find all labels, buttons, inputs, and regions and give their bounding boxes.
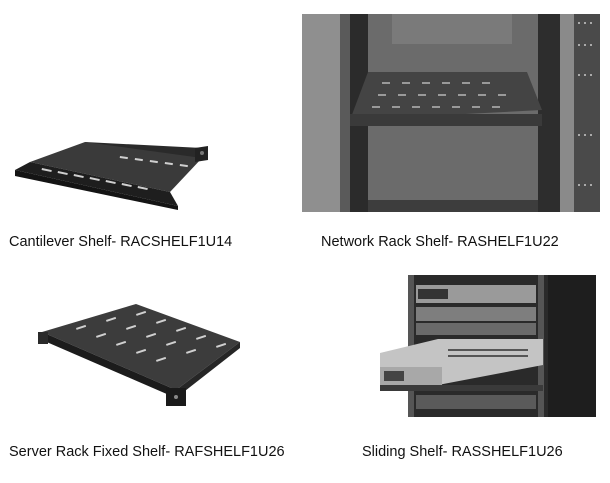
product-card-network[interactable] xyxy=(302,14,600,212)
product-caption[interactable]: Server Rack Fixed Shelf- RAFSHELF1U26 xyxy=(9,444,285,460)
cantilever-shelf-image xyxy=(15,142,208,210)
product-caption[interactable]: Network Rack Shelf- RASHELF1U22 xyxy=(321,234,559,250)
product-card-fixed[interactable] xyxy=(36,302,242,412)
product-card-sliding[interactable] xyxy=(378,275,596,417)
fixed-shelf-image xyxy=(38,304,240,406)
network-rack-shelf-image xyxy=(302,14,600,212)
product-caption[interactable]: Cantilever Shelf- RACSHELF1U14 xyxy=(9,234,233,250)
sliding-shelf-image xyxy=(380,275,596,417)
product-caption[interactable]: Sliding Shelf- RASSHELF1U26 xyxy=(362,444,563,460)
product-card-cantilever[interactable] xyxy=(10,120,215,215)
